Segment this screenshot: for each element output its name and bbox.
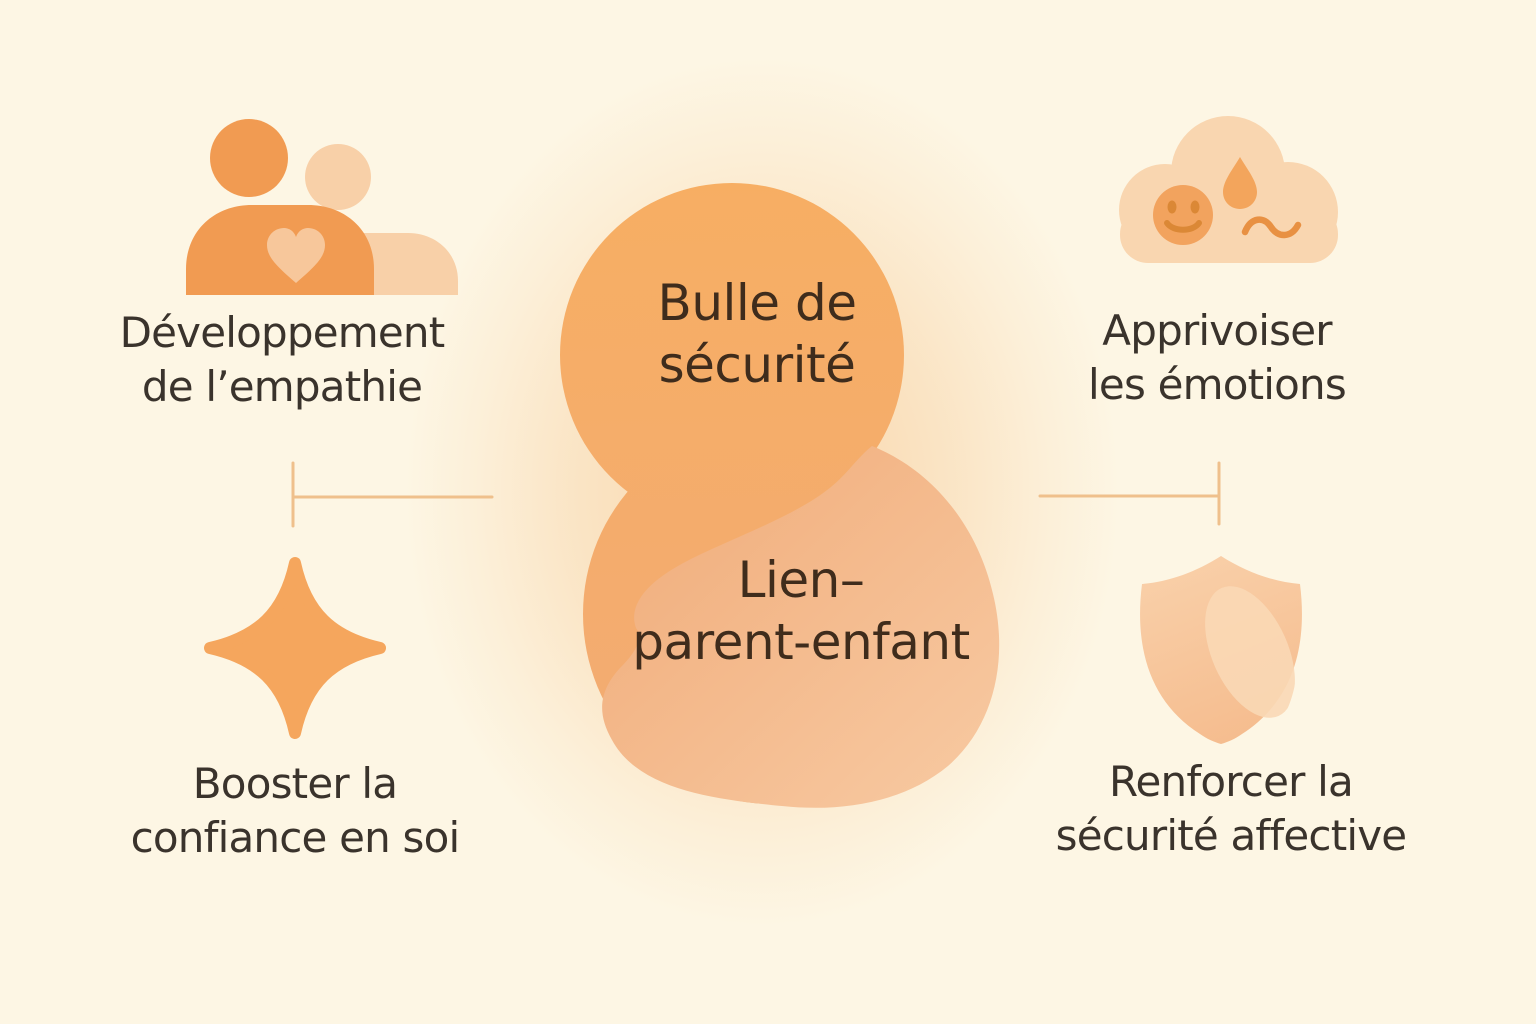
bottom-bubble-line2: parent-enfant: [632, 613, 970, 671]
label-bottom-left: Booster la confiance en soi: [130, 757, 461, 865]
top-bubble-line1: Bulle de: [657, 274, 857, 332]
label-top-left-line1: Développement: [119, 308, 446, 357]
smiley-face-icon: [1153, 185, 1213, 245]
label-bottom-left-line2: confiance en soi: [130, 813, 461, 862]
center-blobs: [560, 183, 1000, 808]
teardrop-icon: [1223, 157, 1257, 209]
label-bottom-left-line1: Booster la: [192, 759, 398, 808]
label-bottom-right-line2: sécurité affective: [1055, 811, 1408, 860]
label-top-right: Apprivoiser les émotions: [1088, 304, 1347, 412]
label-top-right-line2: les émotions: [1088, 360, 1347, 409]
label-top-left-line2: de l’empathie: [141, 362, 423, 411]
heart-icon: [267, 228, 325, 283]
emotion-cloud-icon: [1119, 116, 1338, 263]
top-bubble-line2: sécurité: [658, 336, 856, 394]
right-connector-line: [1038, 461, 1221, 526]
label-bottom-right-line1: Renforcer la: [1109, 757, 1354, 806]
top-bubble-label: Bulle de sécurité: [658, 272, 857, 396]
squiggle-icon: [1241, 216, 1302, 239]
bottom-bubble-label: Lien– parent-enfant: [632, 549, 970, 673]
sparkle-icon: [204, 557, 386, 739]
bottom-bubble-line1: Lien–: [737, 551, 865, 609]
shield-icon: [1140, 556, 1302, 744]
family-heart-icon: [186, 119, 458, 295]
label-top-right-line1: Apprivoiser: [1102, 306, 1332, 355]
label-bottom-right: Renforcer la sécurité affective: [1055, 755, 1408, 863]
label-top-left: Développement de l’empathie: [119, 306, 446, 414]
left-connector-line: [291, 461, 494, 528]
